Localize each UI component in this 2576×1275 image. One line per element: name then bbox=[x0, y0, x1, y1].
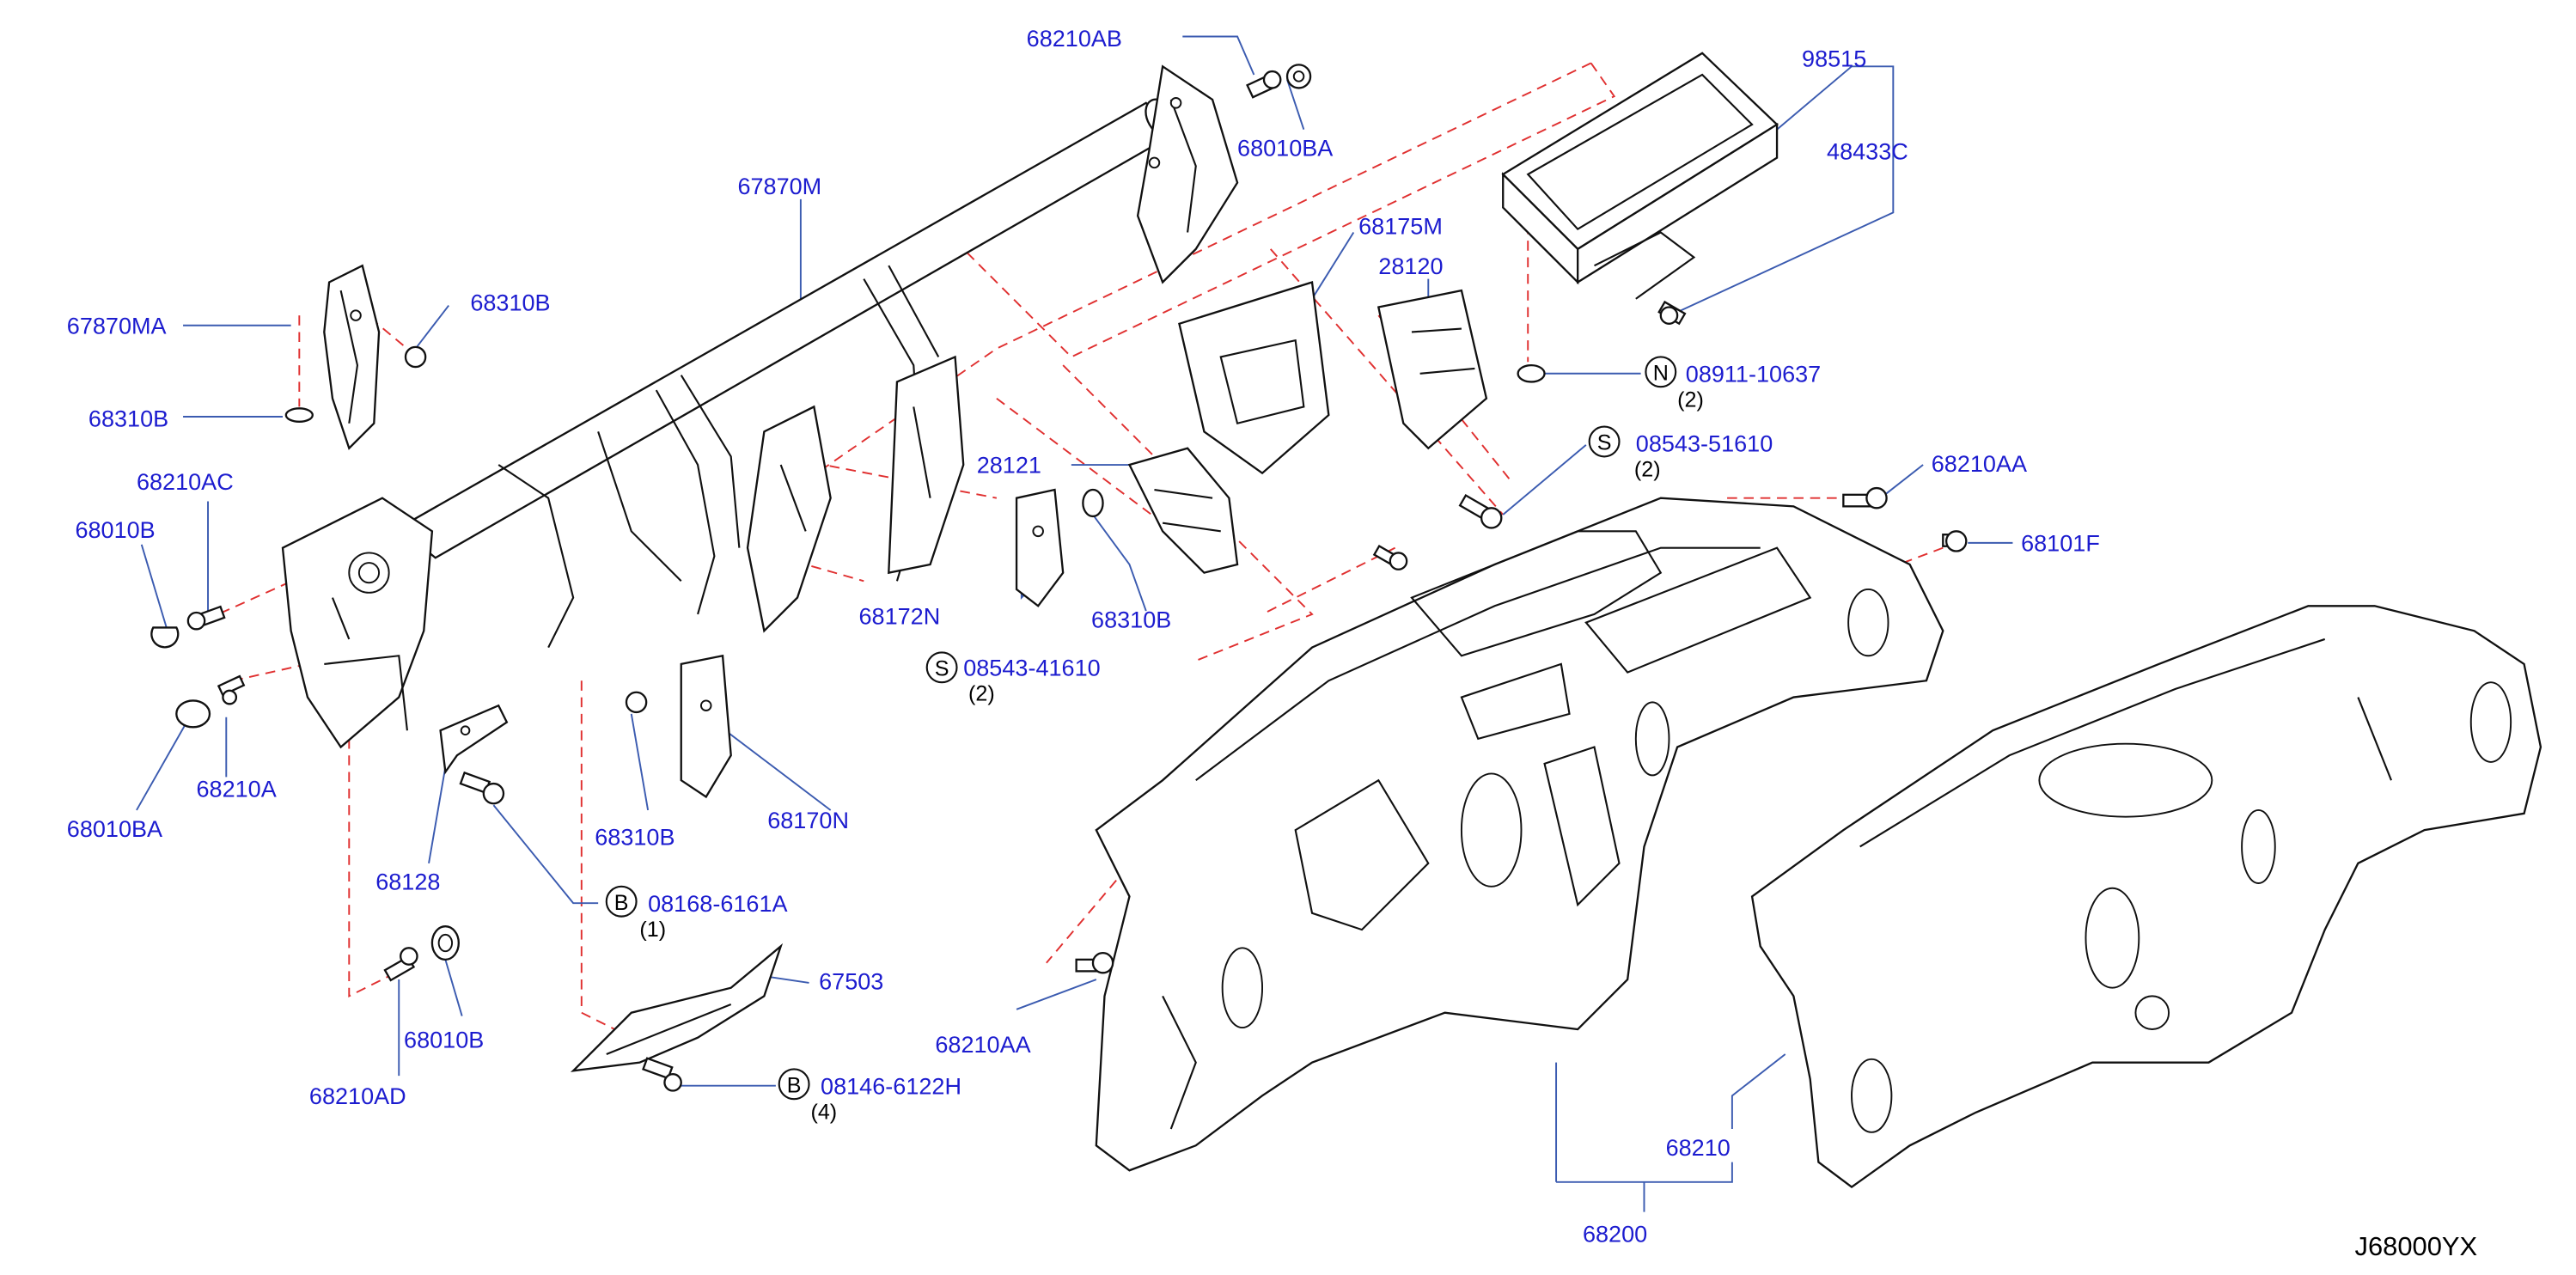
bracket-68170N bbox=[680, 654, 732, 799]
label-08543-51610: 08543-51610 bbox=[1636, 431, 1773, 457]
label-67870MA: 67870MA bbox=[67, 313, 167, 339]
label-68210A: 68210A bbox=[197, 777, 277, 802]
circle-letter-n: N bbox=[1653, 361, 1669, 385]
nut-68310B-a bbox=[404, 345, 427, 369]
label-68210AA-bottom: 68210AA bbox=[935, 1032, 1030, 1058]
label-68010B-left: 68010B bbox=[75, 517, 155, 543]
quantity-notes: (2) (2) (2) (1) (4) bbox=[639, 387, 1703, 1124]
label-68172N: 68172N bbox=[859, 604, 941, 630]
bolt-68210AA-bottom bbox=[1075, 951, 1114, 974]
label-68010BA-top: 68010BA bbox=[1237, 136, 1333, 162]
nut-08911-10637 bbox=[1517, 363, 1546, 383]
stay-68128 bbox=[439, 704, 509, 775]
label-68310B-c: 68310B bbox=[1091, 607, 1171, 632]
label-08168-6161A: 08168-6161A bbox=[648, 891, 787, 917]
instrument-panel-68200 bbox=[1095, 497, 1944, 1172]
label-68200: 68200 bbox=[1583, 1221, 1647, 1247]
leader-lines bbox=[136, 35, 2013, 1212]
bolt-08168-6161A bbox=[459, 771, 505, 805]
label-28120: 28120 bbox=[1378, 253, 1443, 279]
label-08146-6122H: 08146-6122H bbox=[821, 1073, 961, 1099]
label-08543-41610: 08543-41610 bbox=[963, 655, 1100, 680]
under-cover-67503 bbox=[570, 943, 784, 1072]
label-68210AD: 68210AD bbox=[309, 1083, 406, 1109]
bolt-68210AC bbox=[186, 605, 226, 631]
qty-08543-41610: (2) bbox=[968, 681, 995, 705]
label-68010BA-left: 68010BA bbox=[67, 816, 162, 842]
bracket-28121 bbox=[1127, 447, 1239, 574]
qty-08543-51610: (2) bbox=[1634, 458, 1661, 482]
label-67503: 67503 bbox=[819, 969, 883, 995]
label-68210AC: 68210AC bbox=[137, 469, 234, 495]
clip-68010B-left bbox=[150, 626, 180, 649]
label-68310B-d: 68310B bbox=[595, 825, 675, 851]
qty-08146-6122H: (4) bbox=[810, 1100, 837, 1124]
label-68210: 68210 bbox=[1666, 1135, 1731, 1161]
bolt-08543-51610 bbox=[1458, 494, 1503, 529]
bolt-68210A bbox=[217, 674, 246, 705]
control-module-98515 bbox=[1501, 52, 1779, 300]
circle-letters: N S S B B bbox=[614, 361, 1669, 1097]
right-mount-bracket bbox=[1136, 64, 1239, 284]
circle-marker-n bbox=[1645, 356, 1677, 388]
parts-artwork bbox=[150, 52, 2542, 1189]
qty-08168-6161A: (1) bbox=[639, 918, 666, 942]
circle-marker-s-left bbox=[925, 651, 958, 684]
left-end-bracket-assembly bbox=[281, 497, 434, 749]
circle-letter-b-lower: B bbox=[787, 1073, 802, 1097]
part-labels: 68210AB 68010BA 98515 48433C 67870M 6817… bbox=[67, 26, 2100, 1247]
label-68128: 68128 bbox=[375, 869, 440, 895]
diagram-reference-id: J68000YX bbox=[2354, 1231, 2477, 1261]
bolt-68210AD bbox=[383, 947, 418, 982]
circle-marker-b-lower bbox=[778, 1068, 810, 1101]
label-08911-10637: 08911-10637 bbox=[1686, 361, 1821, 387]
left-side-bracket bbox=[323, 264, 381, 450]
qty-08911-10637: (2) bbox=[1677, 387, 1704, 412]
fasteners bbox=[150, 64, 1968, 1092]
center-stays bbox=[746, 355, 965, 633]
circle-markers bbox=[605, 356, 1677, 1101]
bolt-68210AA-right bbox=[1842, 486, 1888, 509]
bolt-panel-center bbox=[1372, 544, 1408, 570]
bracket-68175M bbox=[1178, 280, 1330, 475]
circle-marker-b-upper bbox=[605, 885, 638, 918]
bracket-68172N bbox=[1015, 488, 1065, 607]
bracket-28120 bbox=[1377, 289, 1488, 450]
bolt-48433C bbox=[1657, 300, 1687, 326]
label-68170N: 68170N bbox=[767, 808, 849, 833]
label-68310B-b: 68310B bbox=[89, 406, 168, 432]
circle-marker-s-right bbox=[1588, 425, 1621, 458]
bolt-68101F bbox=[1942, 530, 1968, 552]
label-68010B-bottom: 68010B bbox=[404, 1027, 484, 1052]
label-68101F: 68101F bbox=[2021, 531, 2100, 557]
bolt-08146-6122H bbox=[642, 1057, 682, 1092]
label-68210AA-right: 68210AA bbox=[1932, 451, 2027, 477]
clip-68010BA-top bbox=[1285, 64, 1312, 89]
label-28121: 28121 bbox=[977, 453, 1041, 479]
circle-letter-s-right: S bbox=[1597, 431, 1612, 455]
nut-68310B-d bbox=[625, 691, 648, 714]
label-67870M: 67870M bbox=[737, 174, 821, 199]
label-68210AB: 68210AB bbox=[1027, 26, 1122, 52]
nut-68310B-c bbox=[1082, 488, 1104, 518]
label-48433C: 48433C bbox=[1827, 139, 1908, 165]
label-68175M: 68175M bbox=[1358, 213, 1443, 239]
clip-68010BA-left bbox=[175, 699, 211, 729]
instrument-panel-68210 bbox=[1750, 605, 2542, 1189]
label-98515: 98515 bbox=[1802, 46, 1866, 71]
bolt-68210AB bbox=[1246, 70, 1282, 99]
circle-letter-s-left: S bbox=[935, 656, 949, 680]
nut-68310B-b bbox=[284, 407, 314, 423]
label-68310B-a: 68310B bbox=[470, 290, 550, 315]
washer-68010B-bottom bbox=[430, 925, 460, 961]
circle-letter-b-upper: B bbox=[614, 891, 629, 915]
